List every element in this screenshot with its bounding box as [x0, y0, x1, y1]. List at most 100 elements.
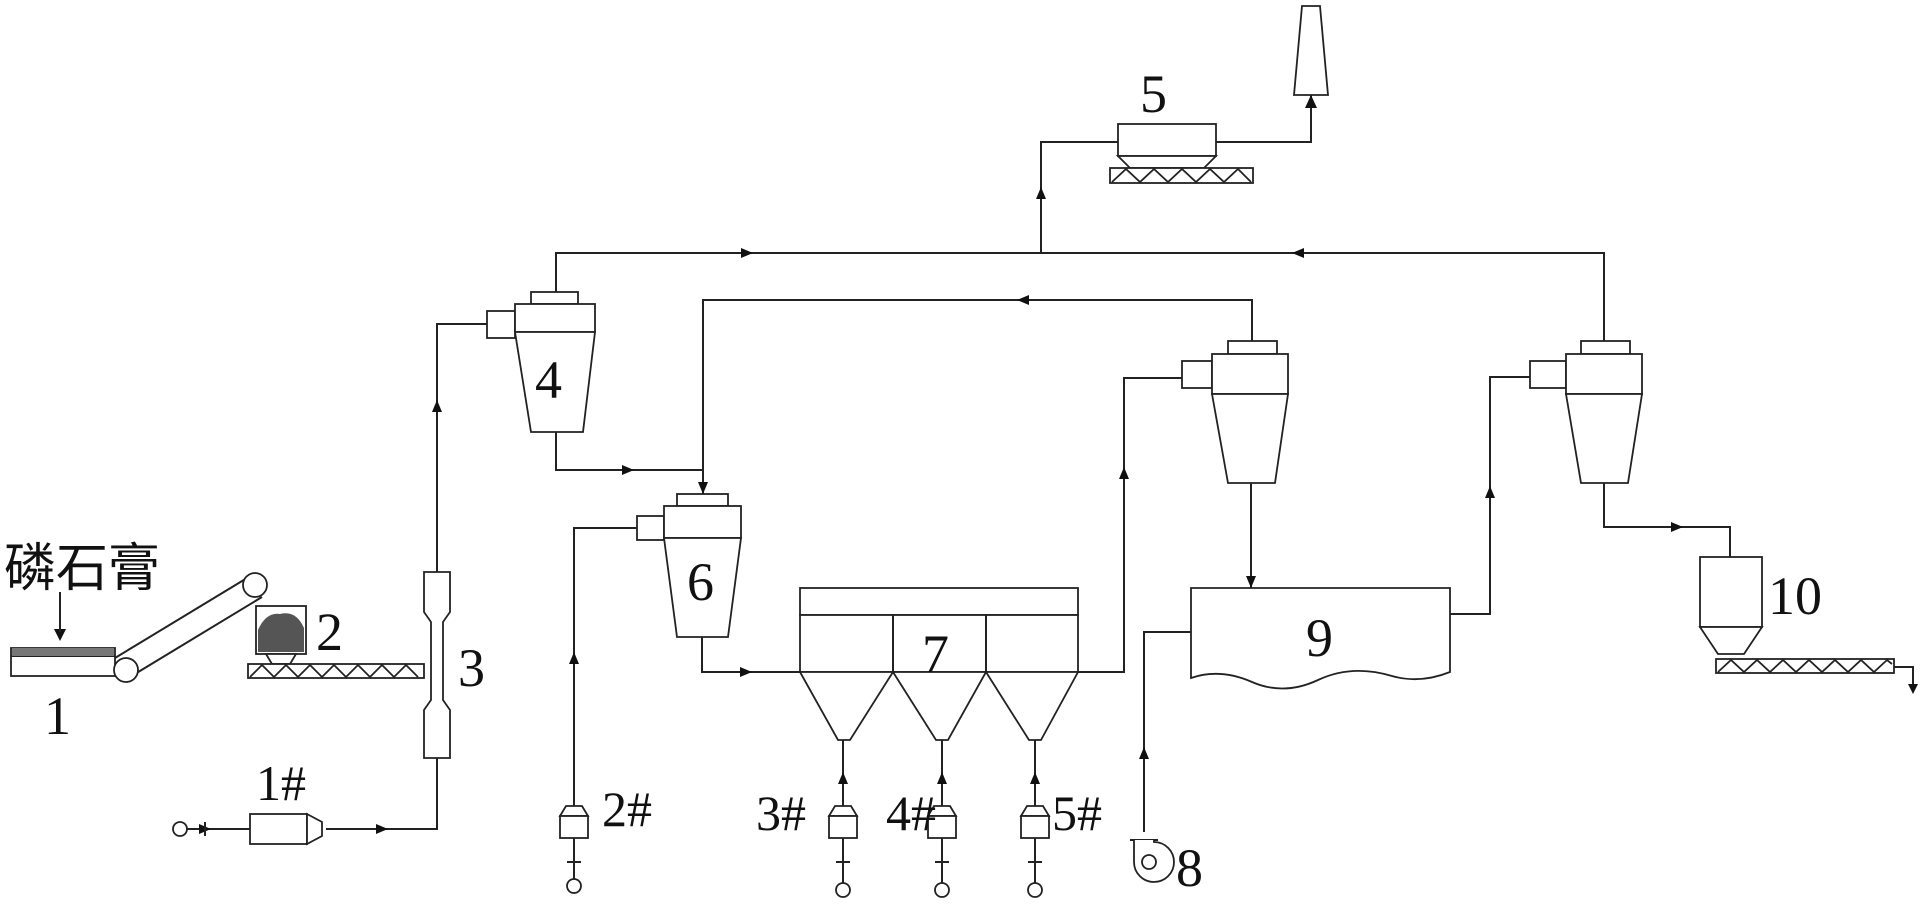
arrow-9-up: [1485, 486, 1495, 498]
screw-conveyor-5: [1109, 167, 1254, 184]
fan-2-body: [559, 815, 589, 839]
arrow-fan3-up: [838, 772, 848, 784]
label-unit-9: 9: [1306, 608, 1333, 668]
chimney: [1293, 5, 1329, 96]
right-cyclone-inlet: [1529, 360, 1567, 389]
right-cyclone-outlet-top: [1580, 340, 1631, 355]
arrow-chimney: [1305, 95, 1317, 108]
cyclone-6-cone: [662, 537, 743, 638]
fan-5-body: [1020, 815, 1050, 839]
label-unit-1: 1: [44, 686, 71, 746]
arrow-feed-down: [54, 629, 66, 641]
arrow-product-out: [1908, 684, 1918, 694]
label-unit-10: 10: [1768, 566, 1822, 626]
belt-lower: [124, 596, 263, 681]
unit-4-cyclone: [486, 291, 597, 433]
fan-5-top: [1019, 805, 1051, 817]
right-cyclone-body: [1565, 353, 1643, 395]
cyclone-6-inlet: [636, 515, 665, 541]
label-fan-3: 3#: [756, 785, 806, 841]
label-fan-2: 2#: [602, 781, 652, 837]
fan-3-top: [827, 805, 859, 817]
middle-cyclone: [1181, 340, 1290, 484]
label-fan-5: 5#: [1052, 785, 1102, 841]
unit-10-silo: [1698, 556, 1895, 674]
arrow-fan4-up: [937, 772, 947, 784]
cyclone-4-inlet: [486, 310, 516, 339]
material-label: 磷石膏: [4, 539, 160, 599]
arrow-4-to-6: [622, 465, 634, 475]
fan-4-body: [927, 815, 957, 839]
bed-cone-2: [891, 671, 988, 741]
label-unit-4: 4: [535, 350, 562, 410]
cyclone-4-body: [514, 303, 596, 333]
pipe-6-to-7: [701, 637, 800, 673]
right-cyclone-cone: [1564, 393, 1644, 484]
pipe-7-to-cyclone: [1078, 377, 1182, 673]
unit-9-calciner: [1190, 587, 1451, 690]
fan-1-body: [249, 813, 308, 845]
unit-3-venturi-dryer: [423, 571, 451, 759]
pipe-product-out: [1894, 666, 1914, 692]
unit-5-bag-filter: [1109, 123, 1254, 184]
fan-5-inlet-ring: [1027, 882, 1043, 898]
bag-filter-box: [1117, 123, 1217, 157]
fan-8-hub: [1141, 854, 1157, 870]
unit-7-fluidized-bed: [798, 587, 1080, 741]
pipe-second-duct: [702, 299, 1253, 494]
pipe-cyclone-to-10: [1603, 483, 1731, 557]
pipe-to-bag-filter: [1040, 141, 1118, 253]
fan-4: [926, 805, 958, 898]
label-unit-7: 7: [922, 624, 949, 684]
pipe-riser: [436, 323, 487, 572]
silo-top: [1699, 556, 1763, 628]
belt-upper: [114, 574, 253, 659]
arrow-into-6: [698, 482, 708, 494]
flow-arrows: [54, 95, 1918, 834]
pipe-fan2-to-6: [573, 527, 637, 806]
fan-3: [827, 805, 859, 898]
feeder-material-layer: [12, 648, 114, 656]
pipe-top-main: [555, 252, 1605, 347]
fan-2: [558, 805, 590, 894]
fan-1: [172, 812, 323, 846]
silo-cone: [1698, 626, 1764, 655]
belt-roller-bottom: [113, 657, 139, 683]
pipe-fan8-to-9: [1143, 631, 1191, 832]
arrow-fan1-out: [376, 824, 388, 834]
arrow-fan5-up: [1030, 772, 1040, 784]
right-cyclone: [1529, 340, 1644, 484]
screw-flights-2: [249, 663, 419, 679]
unit-1-feeder: [10, 572, 268, 683]
label-unit-2: 2: [316, 602, 343, 662]
venturi-body: [423, 571, 451, 759]
arrow-fan8-up: [1139, 747, 1149, 759]
arrow-up-to-5: [1036, 187, 1046, 199]
cyclone-6-body: [663, 505, 742, 539]
label-fan-1: 1#: [256, 755, 306, 811]
label-unit-6: 6: [687, 552, 714, 612]
pipe-fan1-to-riser: [326, 758, 438, 830]
label-unit-5: 5: [1140, 64, 1167, 124]
unit-2-hopper-conveyor: [247, 605, 425, 679]
arrow-fan2-up: [569, 652, 579, 664]
bed-top-section: [799, 587, 1079, 616]
screw-flights-10: [1717, 658, 1893, 674]
fan-5: [1019, 805, 1051, 898]
bed-cone-1: [798, 671, 895, 741]
pipe-lines: [186, 95, 1914, 885]
label-unit-3: 3: [458, 638, 485, 698]
fan-1-nozzle: [306, 812, 323, 846]
fan-2-inlet-ring: [566, 878, 582, 894]
arrow-top-right: [1292, 248, 1304, 258]
bed-cone-3: [984, 671, 1080, 741]
pipe-4-to-6: [555, 432, 703, 471]
arrow-6-to-7: [740, 667, 752, 677]
arrow-into-9: [1246, 576, 1256, 588]
label-fan-4: 4#: [886, 785, 936, 841]
belt-roller-top: [242, 572, 268, 598]
fan-1-inlet-ring: [172, 821, 188, 837]
arrow-riser-up: [432, 400, 442, 412]
middle-cyclone-cone: [1210, 393, 1290, 484]
